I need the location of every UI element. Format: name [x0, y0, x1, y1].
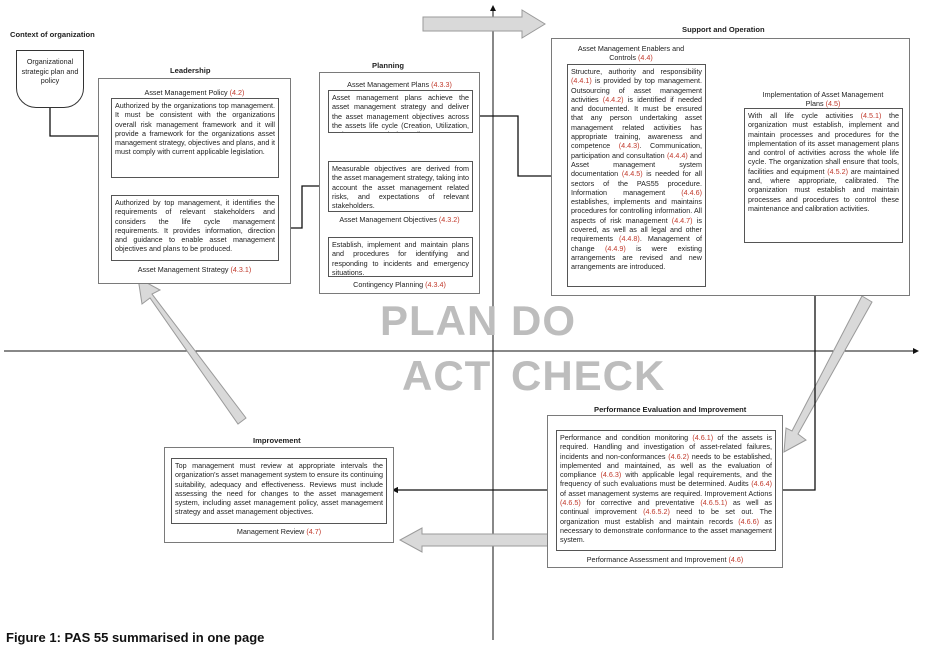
strategy-box: Authorized by top management, it identif… — [111, 195, 279, 261]
implementation-text: With all life cycle activities — [748, 111, 861, 120]
enablers-label: Asset Management Enablers and Controls (… — [577, 44, 685, 62]
enablers-box: Structure, authority and responsibility … — [567, 64, 706, 287]
support-heading: Support and Operation — [682, 25, 765, 34]
left-diagonal-arrow — [137, 277, 247, 425]
performance-label: Performance Assessment and Improvement (… — [586, 555, 744, 564]
quadrant-act: ACT — [402, 352, 492, 399]
performance-text: Performance and condition monitoring — [560, 433, 693, 442]
connector-impl-performance — [775, 242, 816, 494]
enablers-text: . Management of change — [571, 234, 702, 253]
objectives-box: Measurable objectives are derived from t… — [328, 161, 473, 212]
enablers-ref: (4.4.5) — [621, 169, 643, 179]
performance-ref: (4.6.5) — [560, 498, 581, 508]
performance-text: for corrective and preventative — [580, 498, 701, 508]
quadrant-do: DO — [511, 297, 576, 344]
implementation-box: With all life cycle activities (4.5.1) t… — [744, 108, 903, 243]
enablers-text: is covered, as well as all legal and oth… — [571, 215, 702, 244]
planning-heading: Planning — [372, 61, 405, 70]
objectives-label: Asset Management Objectives (4.3.2) — [339, 215, 460, 224]
performance-text: need to be set out. The organization mus… — [560, 507, 772, 526]
strategy-label: Asset Management Strategy (4.3.1) — [137, 265, 252, 274]
performance-text: as well as continual improvement — [560, 498, 772, 517]
enablers-ref: (4.4.7) — [671, 215, 693, 225]
performance-ref: (4.6.5.2) — [643, 507, 670, 517]
performance-text: needs to be established, implemented and… — [560, 451, 772, 480]
enablers-text: is identified if needed and documented. … — [571, 94, 703, 151]
enablers-text: . Communication, participation and consu… — [571, 141, 702, 160]
top-block-arrow — [422, 9, 546, 39]
performance-ref: (4.6.6) — [738, 516, 760, 526]
implementation-ref: (4.5.1) — [860, 111, 882, 120]
plans-box: Asset management plans achieve the asset… — [328, 90, 473, 133]
implementation-text: the organization must establish, impleme… — [748, 111, 899, 176]
enablers-text: is were existing arrangements are revise… — [571, 243, 702, 272]
performance-ref: (4.6.5.1) — [700, 498, 728, 508]
implementation-ref: (4.5.2) — [827, 166, 849, 176]
performance-text: as necessary to demonstrate conformance … — [560, 516, 772, 545]
implementation-text: are maintained and, where appropriate, c… — [748, 166, 899, 213]
enablers-text: and Asset management system documentatio… — [571, 150, 702, 179]
enablers-ref: (4.4.3) — [618, 141, 640, 151]
enablers-ref: (4.4.6) — [681, 187, 702, 197]
improvement-heading: Improvement — [253, 436, 301, 445]
performance-ref: (4.6.3) — [600, 470, 622, 480]
enablers-text: establishes, implements and maintains pr… — [571, 197, 702, 225]
policy-box: Authorized by the organizations top mana… — [111, 98, 279, 178]
bottom-block-arrow — [398, 527, 549, 553]
enablers-text: is provided by top management. Outsourci… — [571, 76, 702, 104]
performance-text: of the assets is required. Handling and … — [560, 433, 772, 461]
contingency-box: Establish, implement and maintain plans … — [328, 237, 473, 277]
enablers-ref: (4.4.8) — [619, 234, 640, 244]
performance-box: Performance and condition monitoring (4.… — [556, 430, 776, 551]
improvement-box: Top management must review at appropriat… — [171, 458, 387, 524]
enablers-ref: (4.4.4) — [666, 150, 688, 160]
right-diagonal-arrow — [783, 295, 873, 453]
enablers-ref: (4.4.2) — [602, 94, 624, 104]
contingency-label: Contingency Planning (4.3.4) — [353, 280, 446, 289]
performance-heading: Performance Evaluation and Improvement — [594, 405, 747, 414]
implementation-label: Implementation of Asset Management Plans… — [762, 90, 884, 108]
enablers-ref: (4.4.1) — [571, 76, 592, 86]
management-review-label: Management Review (4.7) — [236, 527, 322, 536]
context-strategic-plan-box: Organizational strategic plan and policy — [16, 50, 84, 108]
connector-plans-enablers — [472, 115, 564, 180]
enablers-ref: (4.4.9) — [604, 243, 626, 253]
context-heading: Context of organization — [10, 30, 95, 39]
policy-label: Asset Management Policy (4.2) — [144, 88, 245, 97]
performance-ref: (4.6.1) — [692, 433, 714, 442]
quadrant-plan: PLAN — [380, 297, 499, 344]
performance-text: of asset management systems are required… — [560, 488, 772, 498]
figure-caption: Figure 1: PAS 55 summarised in one page — [6, 630, 265, 645]
performance-ref: (4.6.2) — [668, 451, 689, 461]
enablers-text: Structure, authority and responsibility — [571, 67, 702, 76]
enablers-text: is needed for all sectors of the PAS55 p… — [571, 169, 702, 197]
connector-context-policy — [49, 108, 112, 140]
leadership-heading: Leadership — [170, 66, 211, 75]
performance-text: with applicable legal requirements, and … — [560, 470, 773, 489]
quadrant-check: CHECK — [511, 352, 666, 399]
performance-ref: (4.6.4) — [751, 479, 772, 489]
plans-label: Asset Management Plans (4.3.3) — [347, 80, 452, 89]
